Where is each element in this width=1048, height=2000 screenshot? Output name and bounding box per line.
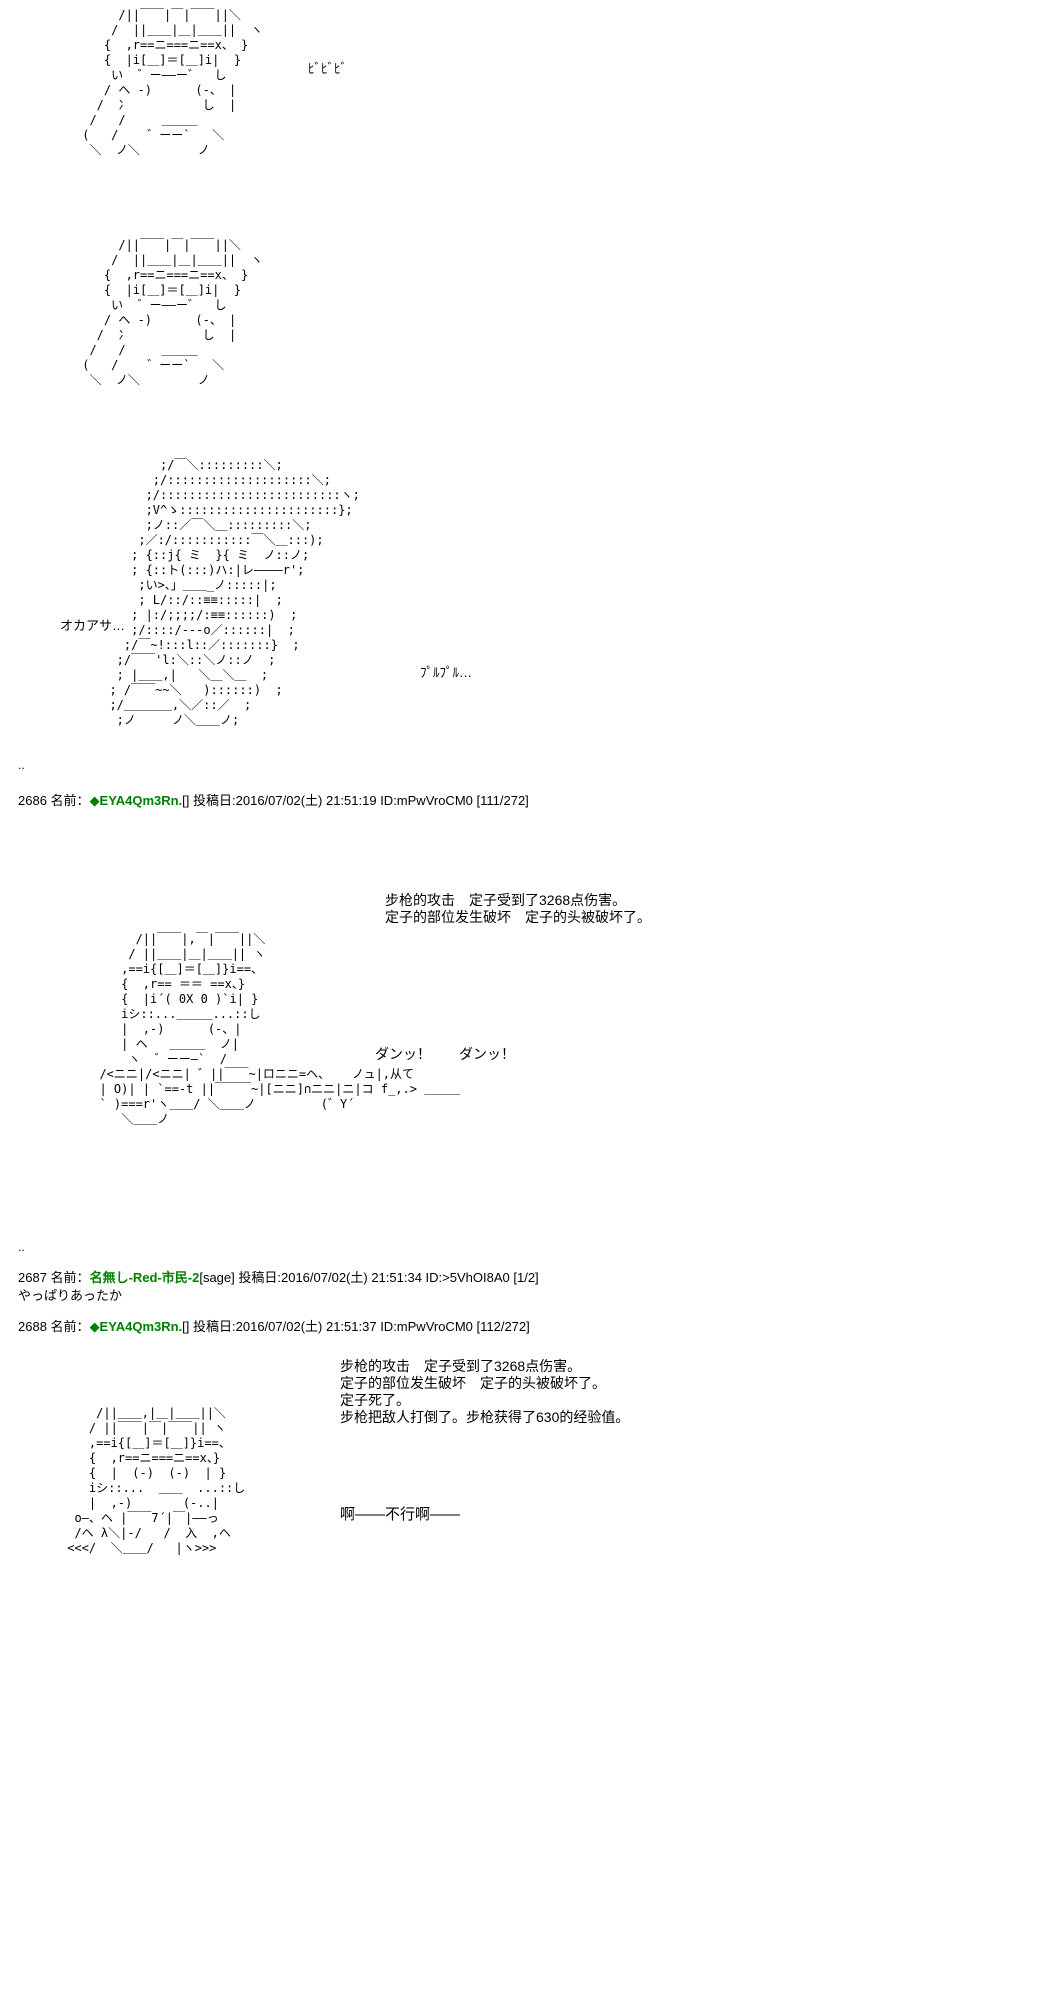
name-label: 名前： bbox=[50, 1319, 90, 1334]
poster-mail: [] bbox=[182, 1319, 190, 1334]
poster-mail: [] bbox=[182, 793, 190, 808]
poster-id: ID:mPwVroCM0 bbox=[380, 1319, 477, 1334]
post-body-2687: やっぱりあったか bbox=[18, 1288, 123, 1303]
poster-id: ID:>5VhOI8A0 bbox=[425, 1270, 514, 1285]
battle-log-2686: 步枪的攻击 定子受到了3268点伤害。 定子的部位发生破坏 定子的头被破坏了。 bbox=[385, 892, 651, 925]
post-header-2686: 2686 名前：◆EYA4Qm3Rn.[] 投稿日:2016/07/02(土) … bbox=[18, 790, 529, 809]
poster-id: ID:mPwVroCM0 bbox=[380, 793, 477, 808]
post-number: 2688 bbox=[18, 1319, 51, 1334]
name-label: 名前： bbox=[50, 793, 90, 808]
name-label: 名前： bbox=[50, 1270, 90, 1285]
sfx-okaasan-text: オカアサ… bbox=[60, 618, 126, 633]
post-date: 投稿日:2016/07/02(土) 21:51:19 bbox=[189, 793, 381, 808]
ascii-art-mother-blob: ;/￣＼:::::::::＼; ;/::::::::::::::::::::＼;… bbox=[109, 458, 360, 727]
post-date: 投稿日:2016/07/02(土) 21:51:34 bbox=[234, 1270, 426, 1285]
post-date: 投稿日:2016/07/02(土) 21:51:37 bbox=[189, 1319, 381, 1334]
poster-name-trip: ◆EYA4Qm3Rn. bbox=[89, 793, 183, 808]
battle-log-2688: 步枪的攻击 定子受到了3268点伤害。 定子的部位发生破坏 定子的头被破坏了。 … bbox=[340, 1358, 630, 1425]
stray-dots-2: .. bbox=[18, 1240, 25, 1254]
stray-dots-1: .. bbox=[18, 758, 25, 772]
poster-name-trip: ◆EYA4Qm3Rn. bbox=[89, 1319, 183, 1334]
ascii-art-gunner-character: /||￣￣|,￣|￣￣||＼ / ||＿＿|＿|＿＿|| ヽ ,==i{[＿]＝… bbox=[99, 932, 461, 1126]
sfx-gunshot-text: ダンッ！ ダンッ！ bbox=[375, 1046, 515, 1062]
poster-mail: [sage] bbox=[199, 1270, 235, 1285]
ascii-art-helmet-character-1: /||￣￣|￣|￣￣||＼ / ||＿＿|＿|＿＿|| ヽ { ,r==ニ===… bbox=[82, 8, 263, 157]
scream-text: 啊——不行啊—— bbox=[340, 1506, 461, 1523]
post-count: [111/272] bbox=[476, 793, 529, 808]
ascii-art-helmet-character-2: /||￣￣|￣|￣￣||＼ / ||＿＿|＿|＿＿|| ヽ { ,r==ニ===… bbox=[82, 238, 263, 387]
post-header-2688: 2688 名前：◆EYA4Qm3Rn.[] 投稿日:2016/07/02(土) … bbox=[18, 1316, 530, 1335]
post-count: [112/272] bbox=[476, 1319, 530, 1334]
post-count: [1/2] bbox=[513, 1270, 539, 1285]
poster-name: 名無し-Red-市民-2 bbox=[89, 1270, 200, 1285]
ascii-art-finale-character: /||＿＿,|＿|＿＿||＼ / ||￣￣|￣|￣￣|| ヽ ,==i{[＿]＝… bbox=[67, 1406, 246, 1555]
post-number: 2687 bbox=[18, 1270, 51, 1285]
sfx-purupuru-text: ﾌﾟﾙﾌﾟﾙ… bbox=[420, 665, 472, 680]
post-header-2687: 2687 名前：名無し-Red-市民-2[sage] 投稿日:2016/07/0… bbox=[18, 1267, 539, 1286]
post-number: 2686 bbox=[18, 793, 51, 808]
sfx-tremble-text: ﾋﾞﾋﾞﾋﾞ bbox=[308, 61, 347, 76]
